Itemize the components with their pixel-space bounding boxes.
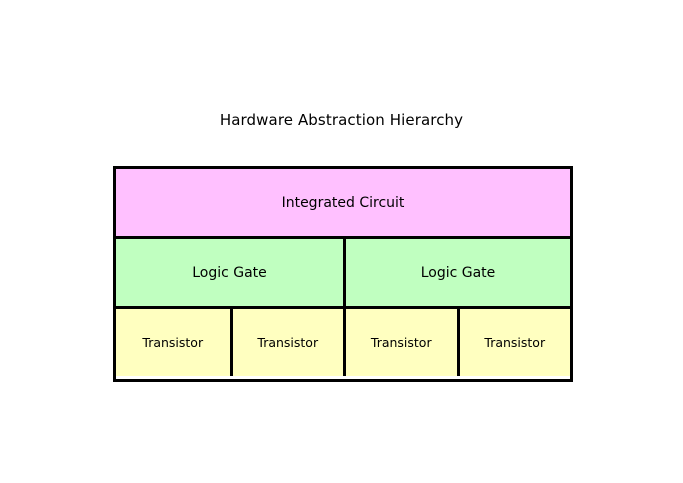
tier-row-integrated-circuit: Integrated Circuit <box>116 169 570 236</box>
cell-integrated-circuit[interactable]: Integrated Circuit <box>116 169 570 236</box>
tier-row-transistor: Transistor Transistor Transistor Transis… <box>116 306 570 376</box>
cell-logic-gate-1[interactable]: Logic Gate <box>116 239 343 306</box>
cell-transistor-1[interactable]: Transistor <box>116 309 230 376</box>
page-title: Hardware Abstraction Hierarchy <box>219 111 464 129</box>
tier-row-logic-gate: Logic Gate Logic Gate <box>116 236 570 306</box>
cell-transistor-2[interactable]: Transistor <box>229 309 343 376</box>
cell-transistor-3[interactable]: Transistor <box>343 309 457 376</box>
cell-transistor-4[interactable]: Transistor <box>456 309 570 376</box>
cell-logic-gate-2[interactable]: Logic Gate <box>343 239 570 306</box>
hierarchy-diagram: Integrated Circuit Logic Gate Logic Gate… <box>113 166 573 382</box>
